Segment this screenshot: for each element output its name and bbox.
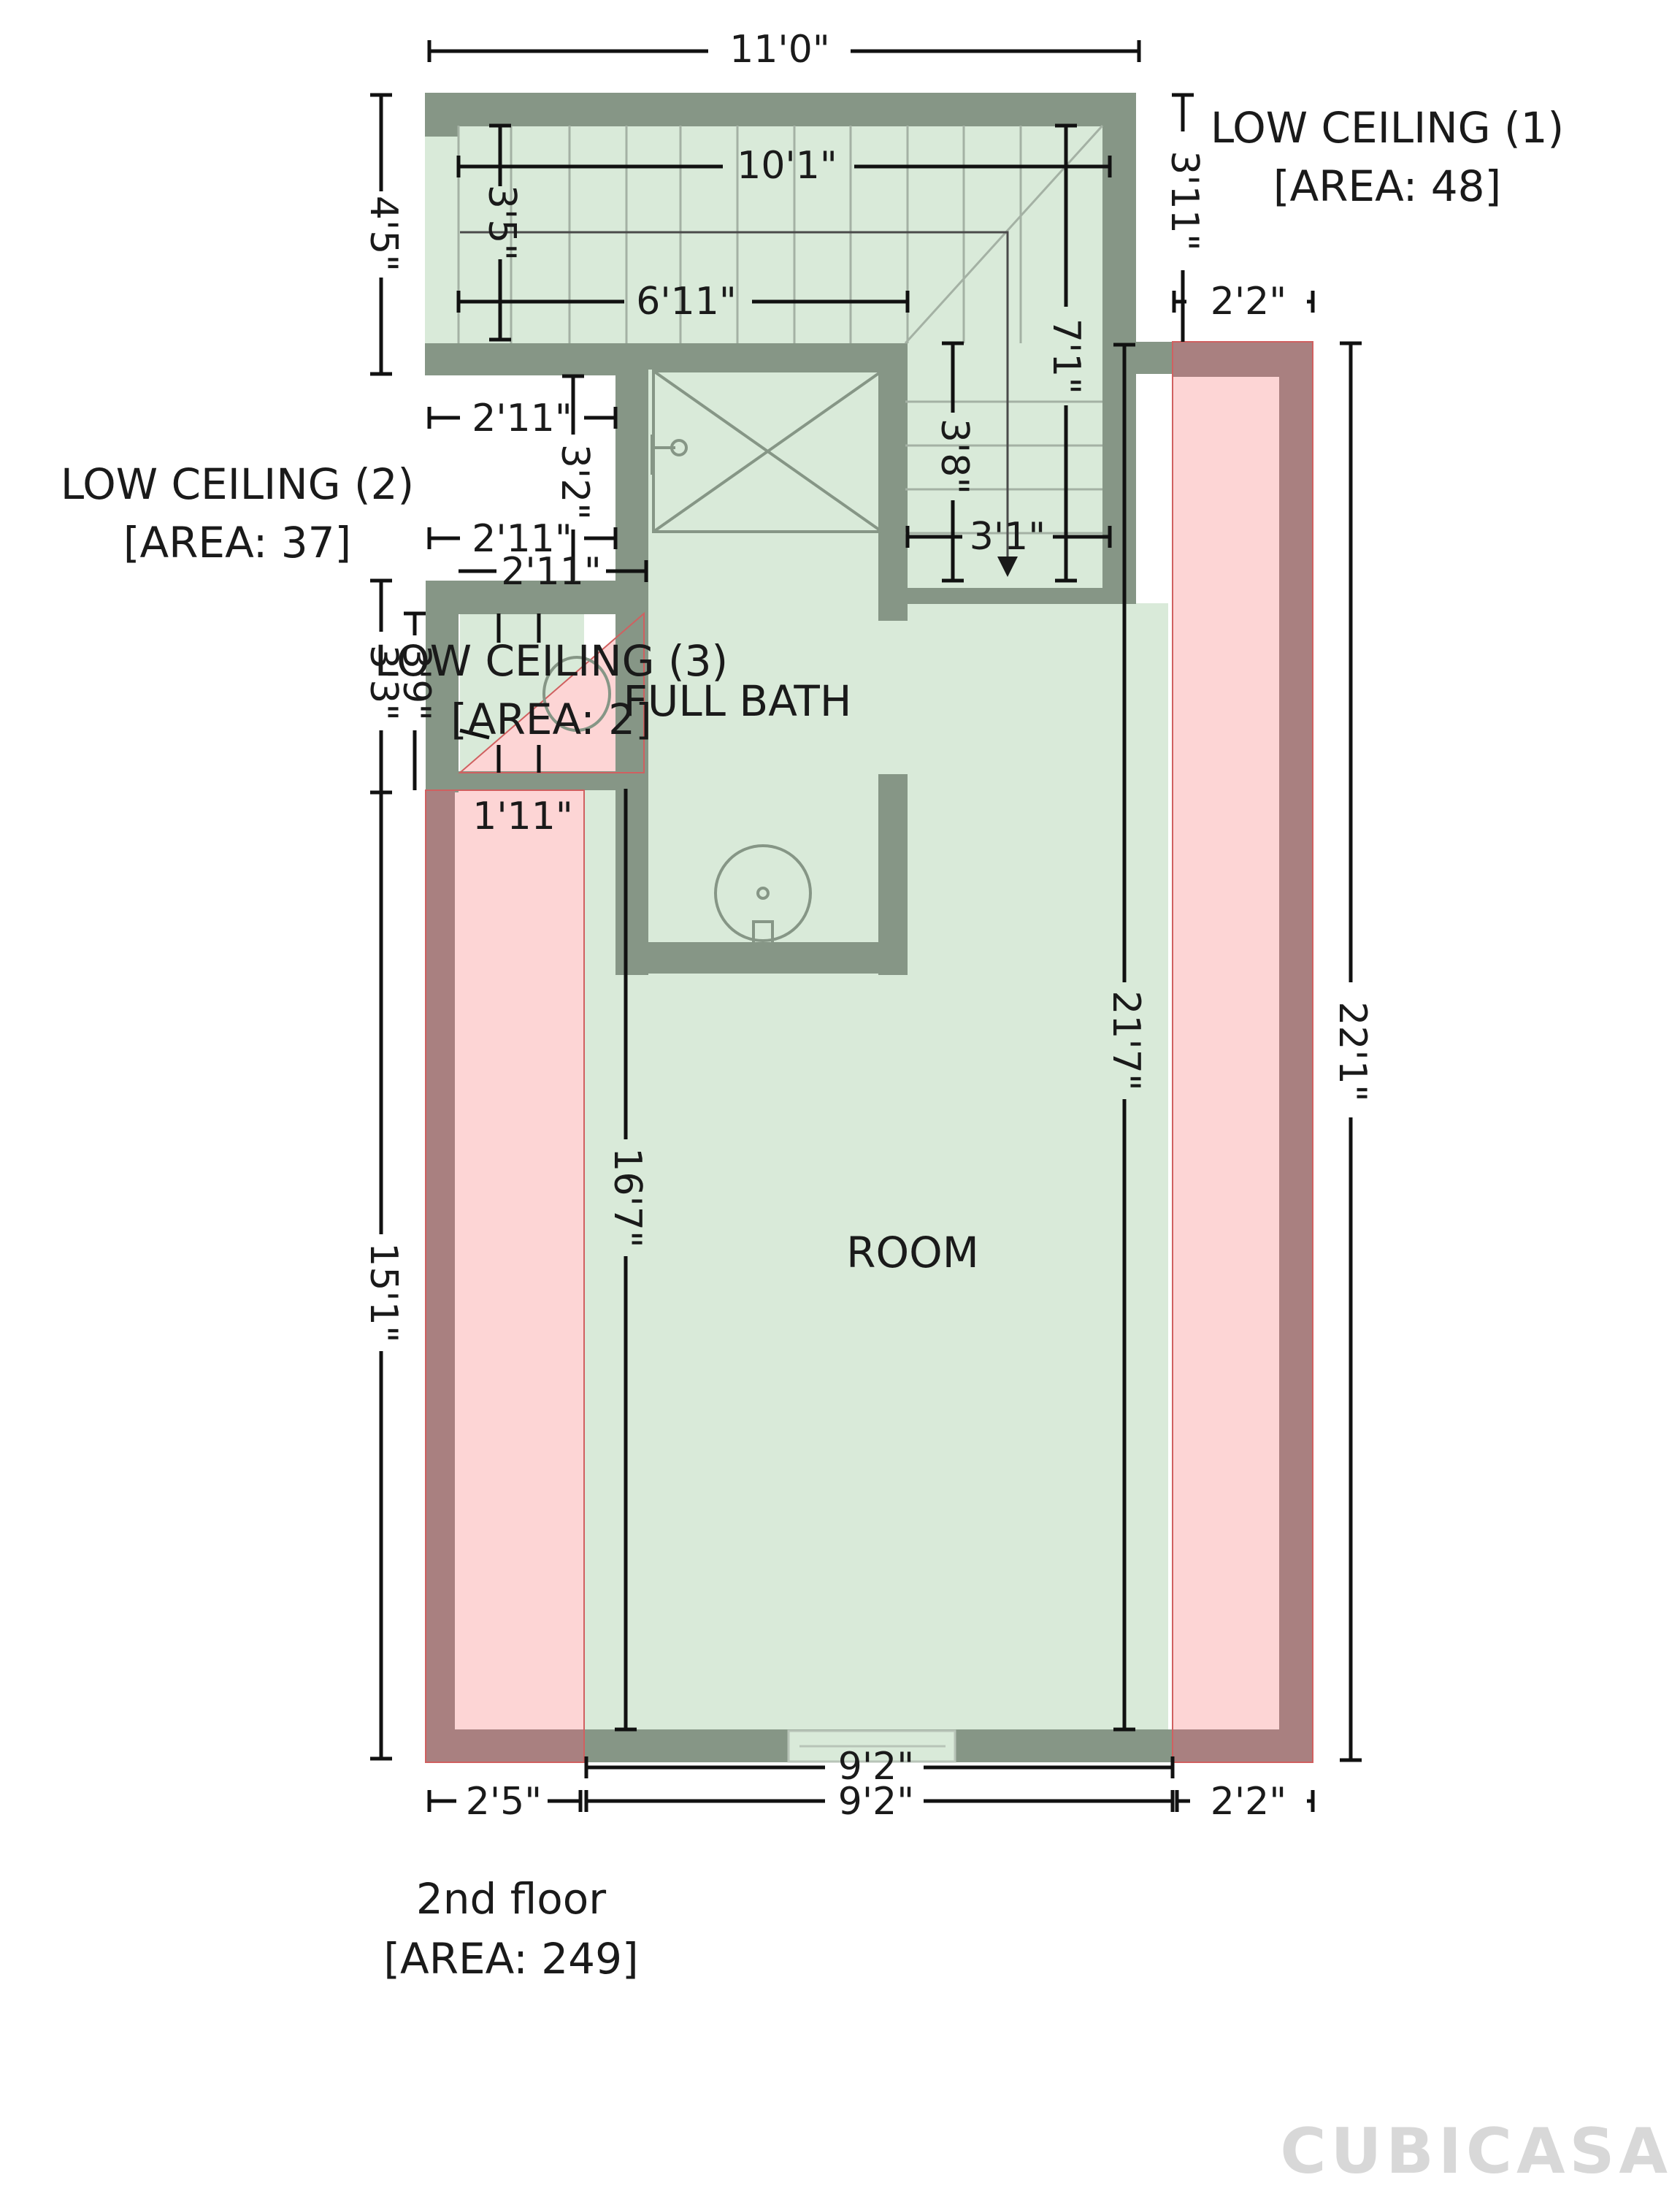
dim-bottom-right: 2'2" [1211,1780,1286,1824]
dim-room-left: 16'7" [605,1147,649,1247]
walls [425,93,1174,1762]
dim-lc2-height: 3'2" [553,444,597,520]
dim-bottom-left: 2'5" [466,1780,542,1824]
dimension-lines [370,40,1362,1812]
dim-lc2-width-b: 2'11" [472,517,572,561]
dim-lc3-height-a: 3'3" [361,645,405,721]
stair-lower-fill [905,336,1133,603]
low-ceiling-1-label: LOW CEILING (1) [1211,103,1564,153]
shower-icon [651,370,883,533]
dim-lc1-height: 3'11" [1162,150,1206,251]
dim-stair-right: 7'1" [1044,318,1088,394]
dim-stair-lower: 3'8" [932,418,976,494]
region-outlines [425,341,1313,1763]
dim-lc2-width-a: 2'11" [472,397,572,440]
low-ceiling-2-area: [AREA: 37] [123,518,351,567]
floor-name: 2nd floor [416,1874,606,1924]
toilet-icon [714,844,812,951]
floor-area: [AREA: 249] [383,1934,638,1984]
dim-lc2-width-c: 2'11" [501,550,601,594]
dim-stair-landing: 3'1" [970,515,1046,559]
staircase [457,124,1104,559]
dim-lc1-width: 2'2" [1211,280,1286,324]
dim-left-upper: 4'5" [361,196,405,272]
low-ceiling-1-area: [AREA: 48] [1273,161,1501,211]
low-ceiling-walls [426,342,1313,1762]
dim-stair-mid: 6'11" [636,280,736,324]
dim-lc3-width: 1'11" [472,795,572,838]
dim-right-overall: 22'1" [1330,1001,1374,1101]
low-ceiling-3-area: [AREA: 2] [450,695,651,744]
dim-lc3-height-b: 3'9" [394,645,438,721]
room-label: ROOM [846,1228,979,1277]
dim-stair-top: 10'1" [737,144,837,188]
dim-top-overall: 11'0" [729,28,829,72]
sink-icon [542,656,611,732]
dim-left-lower: 15'1" [361,1242,405,1342]
brand-logo: CUBICASA [1280,2115,1672,2188]
low-ceiling-2-label: LOW CEILING (2) [61,459,414,509]
stair-area-fill [425,93,1133,345]
low-ceiling-3-label: LOW CEILING (3) [375,636,728,686]
dim-bottom-mid-b: 9'2" [838,1780,914,1824]
stair-direction-arrow-icon [997,557,1018,577]
bath-label: FULL BATH [624,676,852,726]
dim-bottom-mid-a: 9'2" [838,1745,914,1789]
dim-stair-step: 3'5" [480,185,523,261]
dim-room-right: 21'7" [1104,990,1148,1090]
